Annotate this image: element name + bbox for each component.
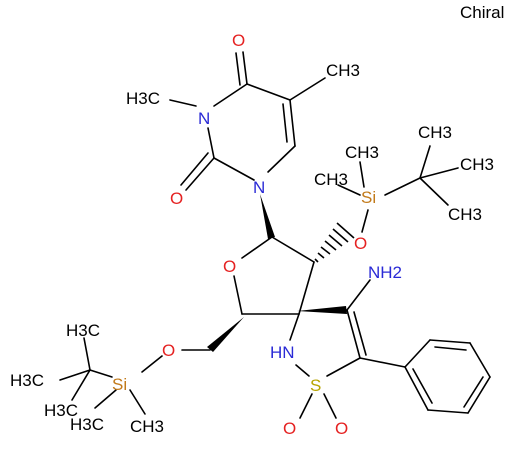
bond-si-lower-me-b <box>129 389 146 415</box>
bond-c1prime-c2prime <box>271 236 315 263</box>
bond-tbu-upper-c <box>419 177 449 206</box>
bond-c6-n1 <box>267 145 296 173</box>
bond-c5-c6 <box>289 99 296 147</box>
atom-tbu-upper-c: CH3 <box>448 205 482 224</box>
bond-c-nh2 <box>346 279 371 311</box>
atom-tbu-lower-c: H3C <box>44 401 78 420</box>
bond-tbu-lower-c <box>71 369 91 401</box>
bond-tbu-lower-a <box>83 337 91 371</box>
bond-c4-o-double <box>235 52 241 86</box>
bond-o-si-upper <box>361 209 369 233</box>
atom-si-upper-me-a: CH3 <box>345 143 379 162</box>
bond-nh-spiro <box>289 313 300 341</box>
hash-c2prime-o <box>314 222 355 263</box>
bond-si-lower-me-a <box>94 389 117 409</box>
atom-tbu-upper-b: CH3 <box>460 155 494 174</box>
atom-o-ring: O <box>223 257 236 276</box>
bond-oring-c4prime <box>233 275 243 315</box>
atom-tbu-upper-a: CH3 <box>418 123 452 142</box>
wedge-c4prime-ch2 <box>207 317 244 352</box>
bond-tbu-lower-b <box>59 369 91 381</box>
bond-s-o-a <box>299 393 313 419</box>
bond-tbu-upper-b <box>419 167 459 179</box>
bond-tbu-upper-a <box>419 145 431 179</box>
atom-si-upper-me-b: CH3 <box>314 170 348 189</box>
atom-si-lower: Si <box>112 375 127 394</box>
bond-si-upper-me-b <box>337 184 361 196</box>
bond-c2prime-spiro <box>298 261 315 315</box>
bond-c2-o-double <box>180 152 209 186</box>
bond-c2-o <box>185 157 215 191</box>
atom-tbu-lower-b: H3C <box>10 371 44 390</box>
atom-ch3-n: H3C <box>126 89 160 108</box>
bond-c5-c6-double <box>282 103 288 143</box>
bond-s-nh <box>295 364 310 377</box>
bond-n3-ch3 <box>169 99 197 107</box>
atom-si-lower-me-b: CH3 <box>130 417 164 436</box>
atom-n3: N <box>198 109 210 128</box>
atom-si-upper: Si <box>361 188 376 207</box>
bond-si-upper-me-a <box>359 161 365 188</box>
bond-si-upper-c <box>384 177 421 196</box>
bond-c1prime-oring <box>241 236 273 259</box>
atom-n1: N <box>253 178 265 197</box>
bond-c-s <box>326 357 361 377</box>
bond-n3-c2 <box>207 127 215 159</box>
bond-cc-double <box>346 309 361 359</box>
bond-cc-double-b <box>353 311 367 356</box>
bond-c4-n3 <box>213 83 248 107</box>
atom-o-s-b: O <box>335 419 348 438</box>
atom-s: S <box>310 376 321 395</box>
atom-tbu-lower-a: H3C <box>66 321 100 340</box>
bond-c-phenyl <box>359 357 406 368</box>
atom-o-c2: O <box>170 189 183 208</box>
atom-labels: Chiral O CH3 H3C N O N Si O CH3 CH3 CH3 … <box>10 3 504 438</box>
atom-o-s-a: O <box>283 419 296 438</box>
chiral-label: Chiral <box>460 3 504 22</box>
bonds <box>59 51 491 419</box>
bond-s-o-b <box>323 393 337 419</box>
phenyl-ring <box>404 339 491 414</box>
bond-c5-ch3 <box>289 77 326 101</box>
atom-si-lower-me-a: H3C <box>70 415 104 434</box>
atom-nh2: NH2 <box>368 263 402 282</box>
bond-o-si-lower <box>141 355 163 373</box>
atom-o-top: O <box>232 31 245 50</box>
bond-c4-o <box>242 51 248 85</box>
atom-o-si-upper: O <box>354 234 367 253</box>
bond-c4-c5 <box>246 83 291 101</box>
wedge-n1-c1prime <box>260 194 275 239</box>
atom-nh: HN <box>270 343 295 362</box>
atom-o-ch2: O <box>162 341 175 360</box>
atom-ch3-ring: CH3 <box>326 61 360 80</box>
bond-si-lower-c <box>89 369 113 378</box>
wedge-spiro-c <box>297 306 347 314</box>
bond-c2-n1 <box>213 157 255 181</box>
